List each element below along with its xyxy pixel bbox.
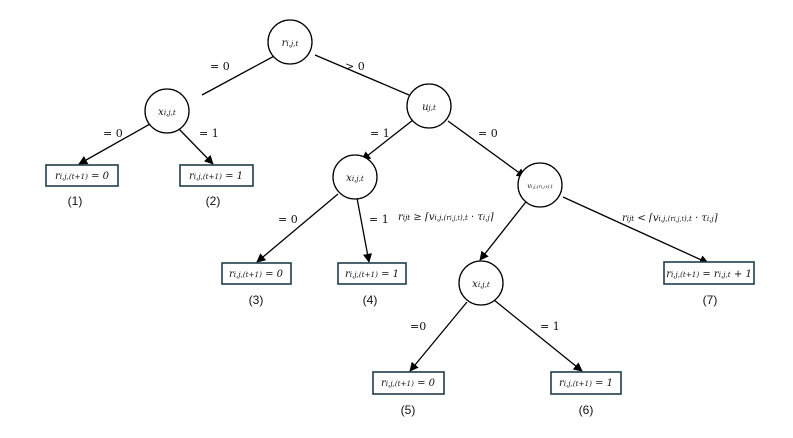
leaf-6-label: ri,j,(t+1) = 1: [559, 378, 613, 389]
node-u-circle: [406, 83, 452, 129]
leaf-7-label: ri,j,(t+1) = ri,j,t + 1: [666, 269, 752, 280]
edge-label-v-to-leaf7: rijt < ⌈vi,j,(ri,j,t),t · τi,j⌉: [622, 213, 718, 224]
leaf-2-number: (2): [206, 194, 221, 208]
leaf-6-number: (6): [579, 403, 594, 417]
leaf-2-label: ri,j,(t+1) = 1: [189, 171, 243, 182]
edge-label-x-low-to-leaf5: =0: [410, 320, 426, 333]
node-root-label: ri,j,t: [282, 38, 299, 49]
edge-x-low-to-leaf5: [409, 301, 468, 372]
edge-label-x-mid-to-leaf4: = 1: [369, 213, 389, 226]
node-x-low-label: xi,j,t: [472, 279, 490, 290]
edge-label-x-left-to-leaf1: = 0: [103, 127, 123, 140]
leaf-4-box: [337, 262, 407, 285]
node-x-left-label: xi,j,t: [158, 107, 176, 118]
node-x-mid-circle: [332, 154, 378, 200]
node-x-left: xi,j,t: [144, 88, 190, 134]
leaf-3: ri,j,(t+1) = 0 (3): [221, 262, 292, 307]
edge-v-to-leaf7: [562, 196, 709, 264]
leaf-7-box: [663, 261, 755, 285]
leaf-1-box: [45, 164, 119, 187]
leaf-3-number: (3): [249, 293, 264, 307]
edge-u-to-v: [447, 120, 526, 178]
edge-label-root-to-x-left: = 0: [210, 60, 230, 73]
leaf-6: ri,j,(t+1) = 1 (6): [550, 371, 622, 417]
edge-x-left-to-leaf2: [177, 127, 214, 165]
node-x-mid: xi,j,t: [332, 154, 378, 200]
node-root-circle: [267, 19, 313, 65]
leaf-1: ri,j,(t+1) = 0 (1): [45, 164, 119, 208]
edge-root-to-x-left: [201, 53, 279, 96]
leaf-3-box: [221, 262, 292, 285]
leaf-4: ri,j,(t+1) = 1 (4): [337, 262, 407, 307]
edge-label-x-low-to-leaf6: = 1: [540, 320, 560, 333]
edge-x-low-to-leaf6: [493, 299, 583, 372]
node-x-mid-label: xi,j,t: [346, 173, 364, 184]
leaf-1-label: ri,j,(t+1) = 0: [55, 171, 110, 182]
edge-x-mid-to-leaf4: [356, 197, 372, 263]
node-v-label: vi,j,(ri,j,t),t: [527, 182, 552, 190]
node-u-label: uj,t: [422, 102, 436, 113]
edge-u-to-x-mid: [361, 119, 414, 161]
edge-x-left-to-leaf1: [78, 123, 151, 165]
leaf-1-number: (1): [68, 194, 83, 208]
edge-root-to-u: [314, 54, 410, 96]
node-x-low-circle: [458, 260, 504, 306]
edge-label-u-to-v: = 0: [478, 127, 498, 140]
edge-v-to-x-low: [479, 197, 530, 261]
leaf-5-label: ri,j,(t+1) = 0: [381, 378, 436, 389]
leaf-6-box: [550, 371, 622, 395]
leaf-4-label: ri,j,(t+1) = 1: [345, 269, 399, 280]
node-x-left-circle: [144, 88, 190, 134]
node-u: uj,t: [406, 83, 452, 129]
edge-label-v-to-x-low: rijt ≥ ⌈vi,j,(ri,j,t),t · τi,j⌉: [398, 212, 494, 223]
node-v-circle: [517, 162, 563, 208]
leaf-7: ri,j,(t+1) = ri,j,t + 1 (7): [663, 261, 755, 307]
leaf-4-number: (4): [363, 293, 378, 307]
node-root: ri,j,t: [267, 19, 313, 65]
leaf-7-number: (7): [703, 293, 718, 307]
edge-label-x-mid-to-leaf3: = 0: [278, 213, 298, 226]
leaf-2: ri,j,(t+1) = 1 (2): [179, 164, 254, 208]
edge-label-x-left-to-leaf2: = 1: [199, 127, 219, 140]
node-x-low: xi,j,t: [458, 260, 504, 306]
edge-label-u-to-x-mid: = 1: [370, 127, 390, 140]
leaf-2-box: [179, 164, 254, 187]
leaf-5-number: (5): [401, 403, 416, 417]
leaf-5-box: [372, 371, 445, 395]
edges: [78, 53, 709, 372]
leaf-5: ri,j,(t+1) = 0 (5): [372, 371, 445, 417]
node-v: vi,j,(ri,j,t),t: [517, 162, 563, 208]
edge-label-root-to-u: > 0: [345, 60, 365, 73]
edge-x-mid-to-leaf3: [256, 193, 339, 263]
leaf-3-label: ri,j,(t+1) = 0: [229, 269, 284, 280]
